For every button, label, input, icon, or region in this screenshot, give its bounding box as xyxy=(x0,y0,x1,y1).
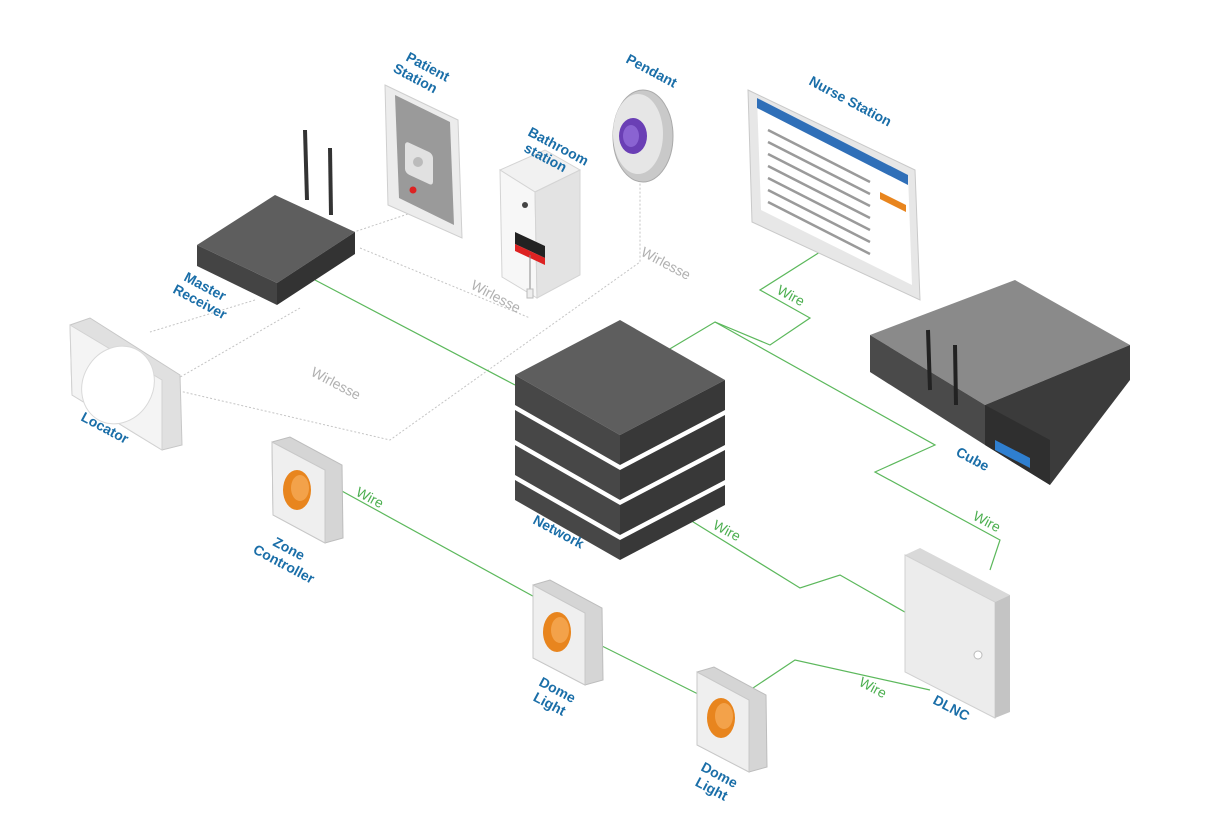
wire-line-network-dlnc xyxy=(689,519,911,616)
dlnc-device xyxy=(904,548,1010,719)
caption-wireless-locator: Wirlesse xyxy=(309,364,364,403)
nurse-station-device xyxy=(747,89,921,301)
network-device xyxy=(515,320,725,560)
wire-links xyxy=(314,251,1001,696)
master-receiver-device xyxy=(197,129,355,305)
caption-wire-network: Wire xyxy=(711,517,744,545)
wire-line-dome2-dlnc xyxy=(749,659,931,691)
wireless-line-receiver-bathroom xyxy=(359,247,531,319)
wire-line-nurse-network xyxy=(667,251,821,351)
bathroom-station-device xyxy=(498,149,582,299)
caption-wire-nurse: Wire xyxy=(775,282,808,310)
label-nurse-station: Nurse Station xyxy=(807,73,895,130)
wire-line-zone-dome1 xyxy=(339,489,541,601)
patient-station-device xyxy=(384,84,463,239)
dome-light-2-device xyxy=(696,666,768,773)
wire-line-receiver-network xyxy=(314,279,516,386)
dome-light-1-device xyxy=(532,579,604,686)
wireless-links xyxy=(149,175,641,441)
caption-wire-cube: Wire xyxy=(971,508,1004,536)
cube-device xyxy=(870,280,1130,485)
wire-line-network-cube xyxy=(714,321,1001,571)
pendant-device xyxy=(612,89,674,183)
locator-device xyxy=(69,317,183,451)
caption-wire-dlnc: Wire xyxy=(857,674,890,702)
label-pendant: Pendant xyxy=(624,51,681,91)
label-dome-light-1: Dome Light xyxy=(529,674,582,722)
wire-line-dome1-dome2 xyxy=(599,644,701,696)
caption-wireless-pendant: Wirlesse xyxy=(639,244,694,283)
label-cube: Cube xyxy=(954,444,993,475)
zone-controller-device xyxy=(271,436,344,544)
wireless-line-receiver-locator-2 xyxy=(174,307,301,381)
